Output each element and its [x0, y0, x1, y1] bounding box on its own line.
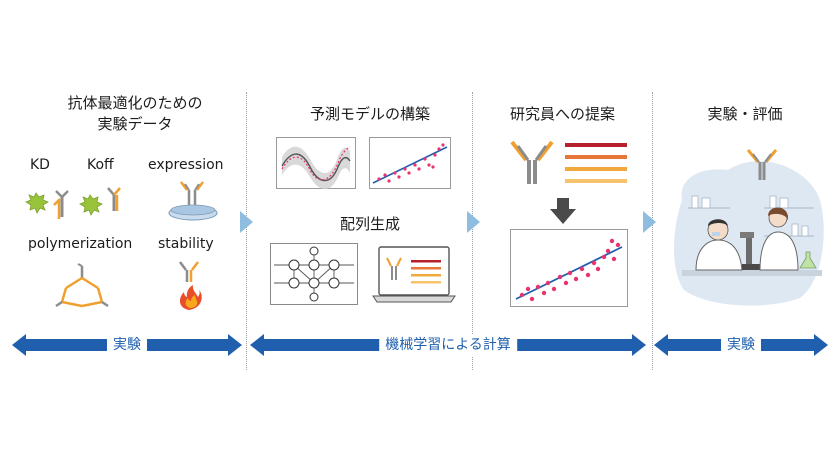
kd-icon	[25, 190, 69, 219]
proposal-antibody	[510, 140, 554, 184]
virus-icon	[25, 192, 49, 214]
neural-network-icon	[270, 243, 358, 305]
arrow-experiment-right: 実験	[654, 334, 828, 356]
arrow-head-left	[250, 334, 264, 356]
section-proposal-title: 研究員への提案	[509, 105, 615, 123]
antibody-icon	[386, 257, 402, 280]
arrow-label-experiment-right: 実験	[721, 334, 761, 356]
expression-icon	[168, 181, 218, 221]
arrow-head-left	[654, 334, 668, 356]
section-model-title: 予測モデルの構築	[309, 105, 430, 123]
section-data-title-line2: 実験データ	[97, 115, 173, 133]
scatter-fit-plot-small	[369, 137, 451, 189]
arrow-head-right	[632, 334, 646, 356]
antibody-icon	[53, 190, 69, 219]
label-expression: expression	[148, 157, 224, 173]
prediction-curve-plot	[276, 137, 356, 190]
antibody-icon	[746, 149, 778, 180]
label-polymerization: polymerization	[28, 236, 133, 252]
arrow-head-right	[814, 334, 828, 356]
label-koff: Koff	[87, 157, 114, 173]
antibody-icon	[510, 140, 554, 184]
section-experiment-title: 実験・評価	[707, 105, 783, 123]
section-data-title-line1: 抗体最適化のための	[67, 94, 203, 112]
laptop-icon	[372, 246, 456, 303]
scientist-left	[695, 219, 743, 271]
flask-icon	[799, 251, 817, 269]
lab-scientists-illustration	[674, 149, 824, 306]
polymerization-icon	[55, 263, 109, 308]
arrow-experiment-left: 実験	[12, 334, 242, 356]
label-stability: stability	[158, 236, 214, 252]
arrow-head-left	[12, 334, 26, 356]
antibody-icon	[55, 263, 109, 308]
section-data-title: 抗体最適化のための 実験データ	[40, 93, 230, 135]
antibody-icon	[180, 181, 204, 206]
arrow-ml-computation: 機械学習による計算	[250, 334, 646, 356]
arrow-label-ml: 機械学習による計算	[379, 334, 517, 356]
arrow-label-experiment-left: 実験	[107, 334, 147, 356]
antibody-icon	[107, 187, 121, 211]
flame-icon	[179, 285, 202, 310]
microscope-icon	[740, 232, 762, 270]
step-arrow-2	[467, 211, 480, 233]
virus-icon	[79, 194, 103, 216]
step-arrow-1	[240, 211, 253, 233]
down-arrow-icon	[550, 198, 576, 224]
label-kd: KD	[30, 157, 50, 173]
scientist-right	[759, 207, 799, 271]
petri-dish-icon	[168, 204, 218, 221]
section-model-subtitle: 配列生成	[339, 215, 400, 233]
proposal-ranking-bars	[565, 143, 627, 183]
arrow-head-right	[228, 334, 242, 356]
stability-icon	[179, 261, 202, 310]
step-arrow-3	[643, 211, 656, 233]
scatter-fit-plot-large	[510, 229, 628, 307]
koff-icon	[79, 187, 121, 216]
antibody-icon	[179, 261, 199, 282]
